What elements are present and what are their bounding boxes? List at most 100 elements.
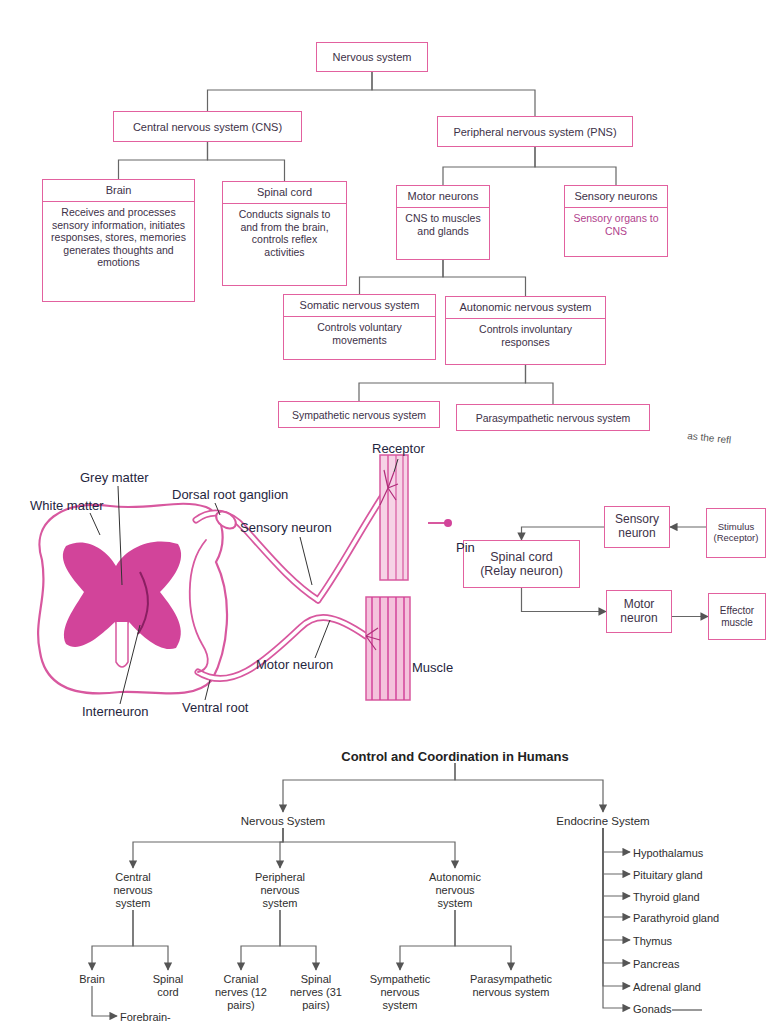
pin-head [444, 519, 452, 527]
arrow-connector [455, 763, 603, 812]
arrow-connector [280, 910, 316, 970]
tree-connector [526, 365, 554, 404]
leader-line [215, 503, 220, 515]
skin-layer [402, 455, 403, 580]
node-text: Autonomic nervous system [424, 871, 486, 910]
arrow-connector [603, 828, 630, 940]
arrow-connector [280, 828, 283, 868]
muscle-block [366, 597, 410, 700]
part-label: Pin [456, 540, 475, 555]
tree-heading: Control and Coordination in Humans [305, 747, 605, 763]
gland-item: Gonads [630, 1000, 750, 1016]
part-label: Grey matter [80, 470, 149, 485]
tree-connector [119, 142, 208, 179]
node-text: Brain [67, 973, 117, 986]
nerve-fibres [190, 488, 388, 679]
node-text: Pancreas [633, 958, 750, 971]
nerve-core [318, 488, 388, 600]
branch-box: Central nervous system (CNS) [113, 111, 302, 142]
tree-item: Peripheral nervous system [249, 868, 311, 910]
tree-item: Forebrain- [117, 1008, 187, 1024]
skin-layer [395, 455, 396, 580]
node-text: Endocrine System [543, 815, 663, 828]
node-text: Parasympathetic nervous system [472, 412, 635, 424]
node-text: Effector muscle [709, 605, 765, 628]
arrow-connector [603, 828, 630, 963]
tree-item: Parasympathetic nervous system [467, 970, 555, 999]
arrow-connector [603, 828, 630, 1008]
leader-line [300, 537, 312, 585]
tree-item: Endocrine System [543, 812, 663, 828]
node-text: Forebrain- [120, 1011, 187, 1024]
leaf-box: Sympathetic nervous system [278, 401, 440, 428]
gland-item: Thyroid gland [630, 888, 750, 904]
interneuron-fibre [138, 572, 148, 634]
node-text: Thyroid gland [633, 891, 750, 904]
tree-item: Autonomic nervous system [424, 868, 486, 910]
arrow-connector [133, 828, 283, 868]
arrow-connector [603, 828, 630, 852]
node-text: Sensory neuron [605, 513, 669, 541]
part-label: Motor neuron [256, 657, 333, 672]
pin-symbol [428, 519, 452, 527]
nerve-core [198, 618, 366, 679]
nerve-outline [198, 618, 366, 679]
node-text: Spinal nerves (31 pairs) [285, 973, 347, 1012]
info-box: Somatic nervous systemControls voluntary… [283, 294, 436, 360]
node-text: Thymus [633, 935, 750, 948]
tree-connector [360, 260, 444, 294]
part-label: Interneuron [82, 704, 149, 719]
inner-fibre-loop [190, 540, 208, 672]
tree-item: Nervous System [223, 812, 343, 828]
process-box: Spinal cord (Relay neuron) [463, 540, 580, 588]
leader-line [120, 625, 140, 704]
arrow-connector [283, 828, 455, 868]
skin-block [380, 455, 408, 580]
node-text: Parasympathetic nervous system [467, 973, 555, 999]
node-text: Parathyroid gland [633, 912, 750, 925]
nerve-ending [380, 470, 398, 505]
nerve-outline [318, 488, 388, 600]
page-fragment: as the refl [687, 430, 732, 446]
box-description: CNS to muscles and glands [397, 208, 489, 241]
arrow-connector [133, 910, 168, 970]
spinal-cord-section [38, 504, 227, 694]
box-heading: Autonomic nervous system [446, 297, 605, 319]
tree-item: Spinal nerves (31 pairs) [285, 970, 347, 1012]
branch-box: Peripheral nervous system (PNS) [437, 116, 633, 147]
muscle-body [366, 597, 410, 700]
box-heading: Spinal cord [223, 182, 346, 204]
arrow-connector [92, 986, 117, 1016]
info-box: Sensory neuronsSensory organs to CNS [564, 185, 668, 257]
arrow-connector [522, 588, 607, 612]
box-description: Sensory organs to CNS [565, 208, 667, 241]
node-text: Cranial nerves (12 pairs) [210, 973, 272, 1012]
node-text: Spinal cord [146, 973, 190, 999]
root-box: Nervous system [316, 42, 428, 72]
box-description: Conducts signals to and from the brain, … [223, 204, 346, 262]
leader-lines [90, 459, 398, 704]
tree-connector [208, 142, 285, 181]
node-text: Adrenal gland [633, 981, 750, 994]
leaf-box: Parasympathetic nervous system [456, 404, 650, 431]
tree-item: Sympathetic nervous system [364, 970, 436, 1012]
node-text: Hypothalamus [633, 847, 750, 860]
ganglion [213, 508, 239, 532]
skin-layer [387, 455, 389, 580]
tree-connector [208, 72, 373, 111]
tree-connector [372, 72, 535, 116]
median-fissure [116, 622, 128, 667]
arrow-connector [522, 527, 605, 540]
process-box: Sensory neuron [604, 506, 670, 548]
arrow-connector [603, 828, 630, 917]
node-text: Sympathetic nervous system [288, 409, 430, 421]
arrow-connector [603, 828, 630, 896]
process-box: Stimulus (Receptor) [706, 508, 766, 558]
leader-line [118, 486, 122, 585]
part-label: Ventral root [182, 700, 249, 715]
tree-connector [443, 147, 535, 185]
box-heading: Brain [43, 180, 194, 202]
pin-shaft [428, 522, 446, 524]
node-text: Nervous system [329, 51, 416, 63]
gland-item: Hypothalamus [630, 844, 750, 860]
